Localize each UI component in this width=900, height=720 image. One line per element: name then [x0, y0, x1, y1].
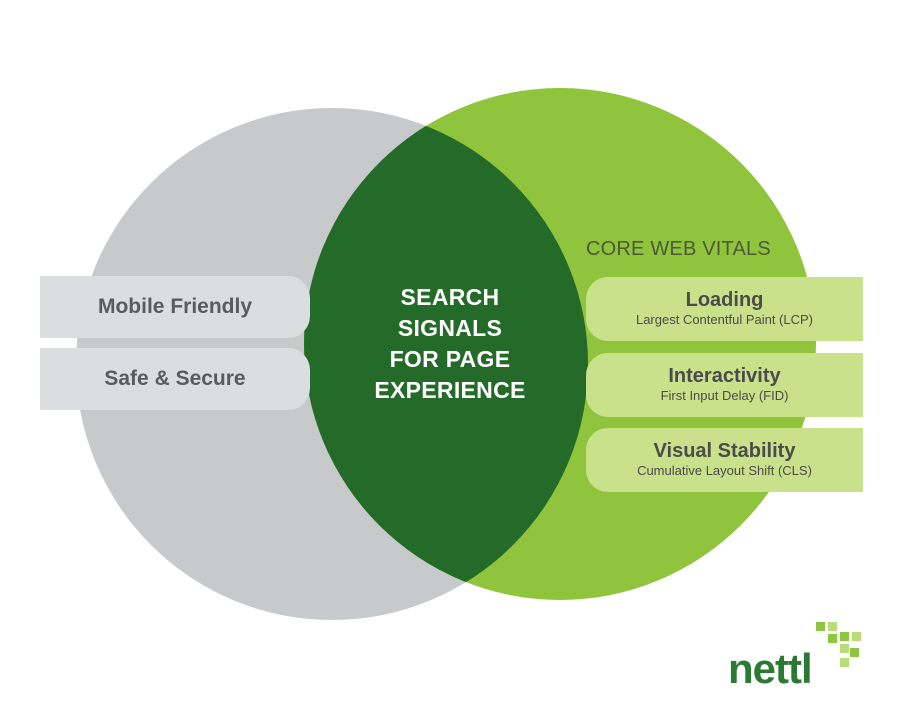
center-line: FOR PAGE: [389, 346, 511, 372]
pill-subtitle: First Input Delay (FID): [660, 388, 789, 403]
pill-subtitle: Largest Contentful Paint (LCP): [635, 312, 814, 327]
logo-wordmark: nettl: [728, 645, 813, 692]
pill-title: Interactivity: [668, 365, 781, 387]
core-web-vitals-heading: CORE WEB VITALS: [586, 238, 771, 260]
pill-loading: Loading Largest Contentful Paint (LCP): [586, 277, 863, 341]
pill-title: Loading: [685, 289, 764, 311]
nettl-logo: nettl: [728, 618, 868, 694]
pill-interactivity: Interactivity First Input Delay (FID): [586, 353, 863, 417]
pill-safe-secure: Safe & Secure: [40, 348, 310, 410]
center-line: SEARCH: [400, 284, 500, 310]
pill-label: Safe & Secure: [104, 367, 246, 390]
center-line: SIGNALS: [397, 315, 503, 341]
center-line: EXPERIENCE: [374, 377, 526, 403]
pill-mobile-friendly: Mobile Friendly: [40, 276, 310, 338]
pill-title: Visual Stability: [653, 440, 796, 462]
pill-label: Mobile Friendly: [97, 295, 252, 318]
pill-subtitle: Cumulative Layout Shift (CLS): [637, 463, 812, 478]
center-title: SEARCH SIGNALS FOR PAGE EXPERIENCE: [340, 282, 560, 406]
pill-visual-stability: Visual Stability Cumulative Layout Shift…: [586, 428, 863, 492]
overlap-region: [304, 108, 588, 600]
